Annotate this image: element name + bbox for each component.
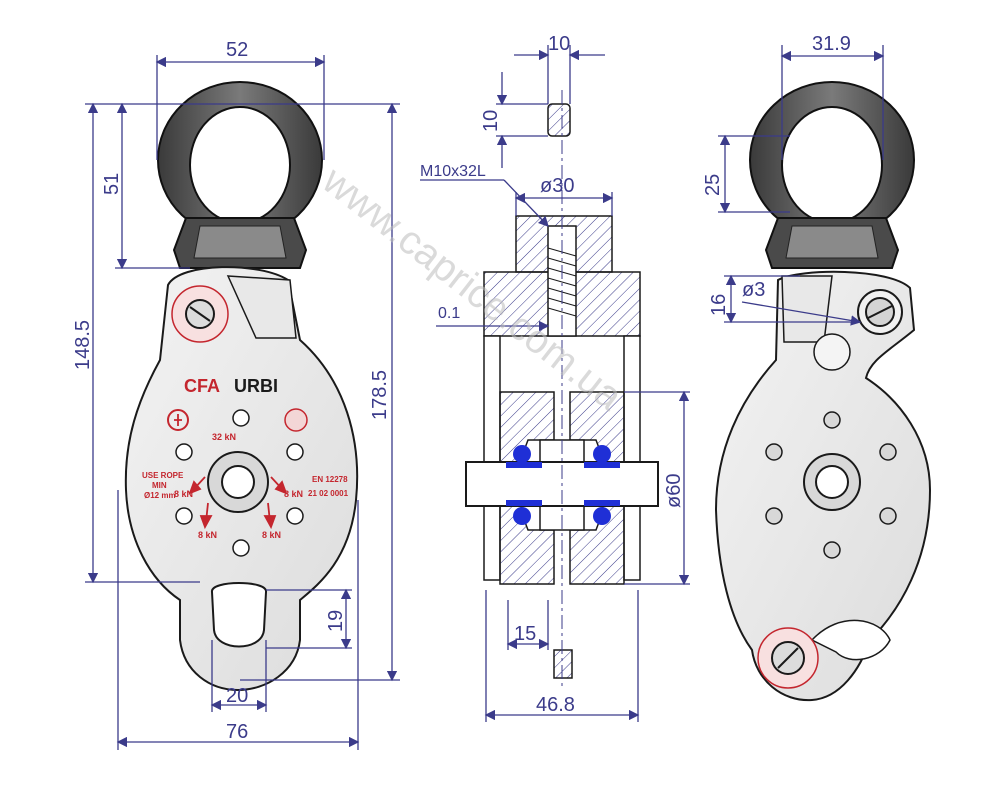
bearings xyxy=(506,445,620,525)
dim-side-groove: 15 xyxy=(514,623,536,645)
dim-back-eye-height: 25 xyxy=(702,174,724,196)
load-bl-label: 8 kN xyxy=(198,530,217,540)
use-rope-line3: Ø12 mm xyxy=(144,491,176,500)
use-rope-line1: USE ROPE xyxy=(142,471,184,480)
recycle-icon xyxy=(284,408,308,432)
back-axle xyxy=(803,453,861,511)
dim-front-overall-178: 178.5 xyxy=(369,370,391,420)
dim-front-total-width: 76 xyxy=(226,721,248,743)
front-gate-screw xyxy=(171,285,229,343)
side-bottom-key xyxy=(553,649,573,679)
front-axle xyxy=(207,451,269,513)
side-plate-left xyxy=(483,335,501,581)
dim-front-bottom-eye-width: 20 xyxy=(226,685,248,707)
front-swivel-eye xyxy=(157,81,323,269)
front-dimensions: 52 51 148.5 178.5 19 20 76 xyxy=(72,39,400,750)
back-gate-screw xyxy=(757,627,819,689)
dim-side-total-width: 46.8 xyxy=(536,694,575,716)
standard-label: EN 12278 xyxy=(312,475,348,484)
dim-back-pin-diam: ø3 xyxy=(742,279,765,301)
dim-front-bottom-eye-height: 19 xyxy=(325,610,347,632)
dim-back-top-width: 31.9 xyxy=(812,33,851,55)
back-pin-knob xyxy=(813,333,851,371)
use-rope-line2: MIN xyxy=(152,481,167,490)
dim-side-bolt: M10x32L xyxy=(420,163,486,180)
dim-front-eye-height: 51 xyxy=(101,173,123,195)
front-view: CFA URBI 32 kN 8 kN 8 xyxy=(124,81,359,692)
bolt-threads xyxy=(547,247,577,317)
ce-mark-icon xyxy=(167,409,189,431)
back-swivel-eye xyxy=(749,81,915,269)
side-view xyxy=(465,90,659,690)
front-holes xyxy=(175,409,304,557)
dim-side-head-diam: ø30 xyxy=(540,175,574,197)
back-dimensions: 31.9 25 16 ø3 xyxy=(702,33,885,326)
back-holes xyxy=(765,411,897,559)
load-br-label: 8 kN xyxy=(262,530,281,540)
front-bottom-eye xyxy=(211,582,267,648)
load-arrows xyxy=(188,476,288,530)
side-plate-right xyxy=(623,335,641,581)
dim-front-overall-148: 148.5 xyxy=(72,320,94,370)
back-pin-screw xyxy=(857,289,903,335)
front-model-name: URBI xyxy=(234,376,278,396)
load-right-label: 8 kN xyxy=(284,489,303,499)
side-dimensions: 10 10 M10x32L ø30 0.1 ø60 15 46.8 xyxy=(420,33,690,722)
side-axle-section xyxy=(547,103,571,137)
dim-side-axle-height: 10 xyxy=(480,110,502,132)
back-view xyxy=(714,81,932,702)
front-latch xyxy=(226,275,297,339)
front-brand-logo: CFA xyxy=(184,376,220,396)
dim-side-axle-width: 10 xyxy=(548,33,570,55)
dim-back-pin-offset: 16 xyxy=(708,294,730,316)
serial-label: 21 02 0001 xyxy=(308,489,349,498)
dim-side-sheave-diam: ø60 xyxy=(663,474,685,508)
dim-side-gap: 0.1 xyxy=(438,305,460,322)
dim-front-top-width: 52 xyxy=(226,39,248,61)
back-gate-latch xyxy=(810,619,891,661)
load-top-label: 32 kN xyxy=(212,432,236,442)
back-latch xyxy=(781,275,833,343)
load-left-label: 8 kN xyxy=(174,489,193,499)
